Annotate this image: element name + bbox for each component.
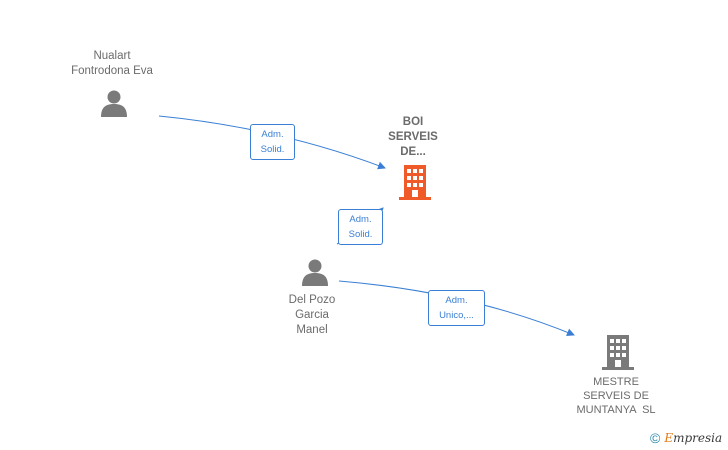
edge-label-line: Unico,... <box>439 310 474 321</box>
edge-label-nualart-boi[interactable]: Adm. Solid. <box>250 124 295 160</box>
node-label-line: MESTRE <box>593 376 639 388</box>
node-label-line: Manel <box>296 324 328 336</box>
node-label-line: MUNTANYA SL <box>576 404 656 416</box>
node-label-delpozo: Del Pozo Garcia Manel <box>237 293 387 338</box>
copyright-icon: © <box>650 430 661 446</box>
node-label-line: Nualart <box>93 50 131 62</box>
brand-rest: mpresia <box>673 431 723 445</box>
building-icon[interactable] <box>398 164 432 200</box>
edge-label-delpozo-mestre[interactable]: Adm. Unico,... <box>428 290 485 326</box>
node-label-line: Garcia <box>295 309 329 321</box>
edge-label-delpozo-boi[interactable]: Adm. Solid. <box>338 209 383 245</box>
node-label-nualart: Nualart Fontrodona Eva <box>37 49 187 79</box>
node-label-line: BOI <box>402 116 424 128</box>
node-label-line: SERVEIS DE <box>583 390 649 402</box>
edge-label-line: Adm. <box>261 129 284 140</box>
person-icon[interactable] <box>300 257 330 287</box>
node-label-boi: BOI SERVEIS DE... <box>338 115 488 160</box>
edge-label-line: Solid. <box>348 229 373 240</box>
node-label-line: Fontrodona Eva <box>71 65 153 77</box>
person-icon[interactable] <box>99 88 129 118</box>
building-icon[interactable] <box>601 334 635 370</box>
node-label-line: DE... <box>400 146 426 158</box>
edge-label-line: Adm. <box>349 214 372 225</box>
edge-label-line: Adm. <box>445 295 468 306</box>
node-label-line: Del Pozo <box>288 294 336 306</box>
node-label-mestre: MESTRE SERVEIS DE MUNTANYA SL <box>541 375 691 417</box>
node-label-line: SERVEIS <box>388 131 438 143</box>
brand-name: Empresia <box>664 431 722 445</box>
watermark-logo: © Empresia <box>650 430 722 446</box>
brand-initial: E <box>664 431 674 445</box>
edge-label-line: Solid. <box>260 144 285 155</box>
